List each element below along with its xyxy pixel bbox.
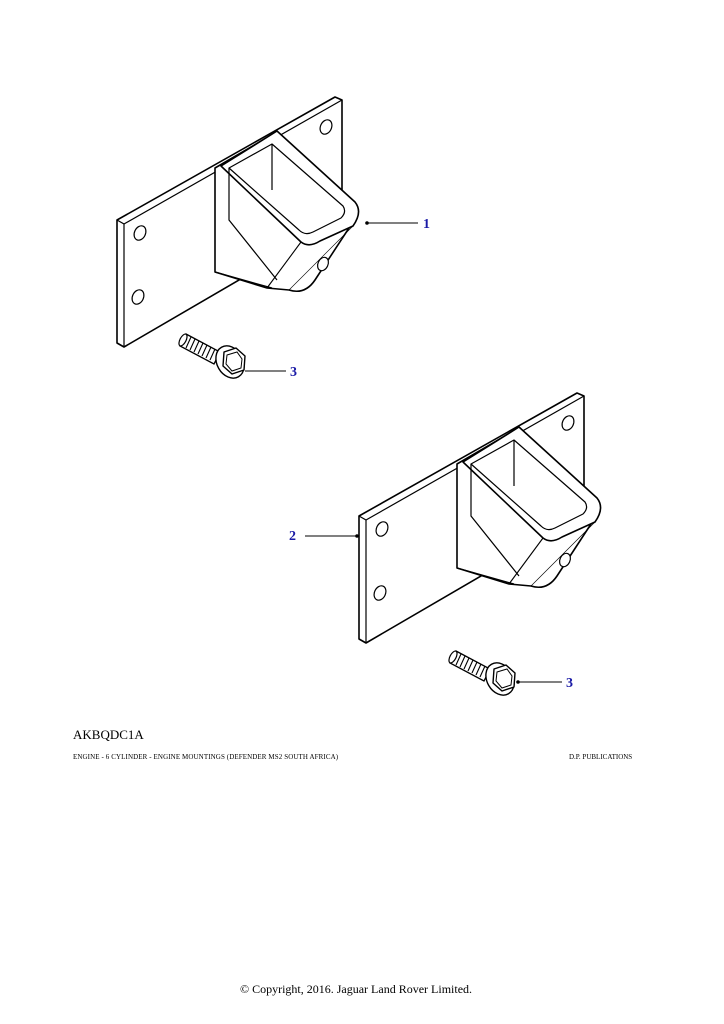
callout-3-lower: 3 (516, 676, 573, 691)
mounting-bolt-lower (446, 649, 521, 701)
callout-label-3-upper: 3 (290, 365, 297, 380)
publisher-label: D.P. PUBLICATIONS (569, 753, 633, 761)
callout-1: 1 (365, 217, 430, 232)
copyright-notice: © Copyright, 2016. Jaguar Land Rover Lim… (239, 982, 473, 996)
engine-mounting-bracket-1 (116, 96, 360, 348)
illustration-code: AKBQDC1A (73, 727, 144, 742)
callout-3-upper: 3 (245, 365, 297, 380)
callout-label-1: 1 (423, 217, 430, 232)
callout-label-3-lower: 3 (566, 676, 573, 691)
mounting-bolt-upper (176, 332, 251, 384)
figure-caption: ENGINE - 6 CYLINDER - ENGINE MOUNTINGS (… (73, 753, 339, 761)
engine-mounting-bracket-2 (358, 392, 602, 644)
parts-diagram: 1 3 2 3 (116, 96, 602, 701)
callout-2: 2 (289, 529, 359, 544)
callout-label-2: 2 (289, 529, 296, 544)
